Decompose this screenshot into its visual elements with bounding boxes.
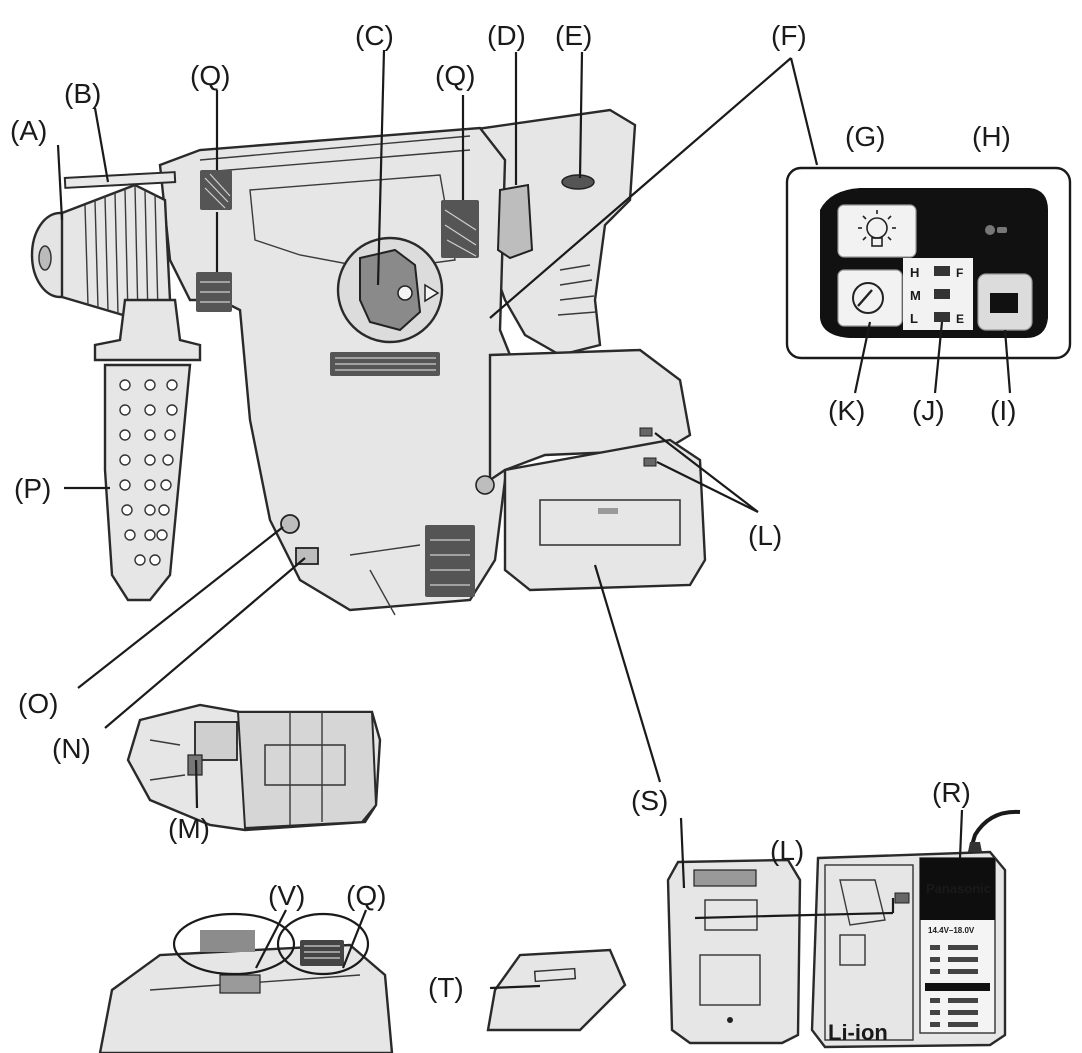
charger-chemistry-label: Li-ion	[828, 1020, 888, 1045]
label-j: (J)	[912, 395, 945, 426]
depth-gauge-rod	[63, 171, 177, 189]
label-c: (C)	[355, 20, 394, 51]
label-q-battery: (Q)	[346, 880, 386, 911]
mode-m-label: M	[910, 288, 921, 303]
hammer-top-rail	[199, 135, 471, 161]
rotary-hammer-drawing	[30, 108, 707, 616]
control-panel-inset: H M L F E	[785, 166, 1072, 360]
label-g: (G)	[845, 121, 885, 152]
label-q-right: (Q)	[435, 60, 475, 91]
callout-labels: (A) (B) (Q) (C) (Q) (D) (E) (F) (G) (H) …	[10, 20, 1016, 1003]
light-icon	[858, 210, 896, 247]
label-v: (V)	[268, 880, 305, 911]
reverse-lever[interactable]	[561, 174, 595, 190]
label-e: (E)	[555, 20, 592, 51]
battery-latch[interactable]	[194, 721, 238, 761]
status-lamp-icon	[985, 225, 995, 235]
charger-brand-label: Panasonic	[926, 881, 991, 896]
charger-led	[894, 892, 910, 904]
label-p: (P)	[14, 473, 51, 504]
label-k: (K)	[828, 395, 865, 426]
leader-lines	[56, 49, 1012, 990]
label-q-left: (Q)	[190, 60, 230, 91]
battery-pack	[503, 438, 707, 592]
label-n: (N)	[52, 733, 91, 764]
speed-dial-icon	[852, 282, 884, 314]
charger-voltage-label: 14.4V–18.0V	[928, 926, 975, 935]
label-r: (R)	[932, 777, 971, 808]
label-t: (T)	[428, 972, 464, 1003]
mode-l-label: L	[910, 311, 918, 326]
mode-h-label: H	[910, 265, 919, 280]
battery-closeup-drawing	[98, 912, 394, 1053]
trigger-switch[interactable]	[496, 183, 534, 260]
label-h: (H)	[972, 121, 1011, 152]
battery-led-2	[643, 457, 657, 467]
charger-status-chart	[925, 945, 990, 1027]
battery-and-charger-drawing: Li-ion Panasonic 14.4V–18.0V	[666, 809, 1021, 1049]
label-l-main: (L)	[748, 520, 782, 551]
label-d: (D)	[487, 20, 526, 51]
label-i: (I)	[990, 395, 1016, 426]
charger-cord	[968, 809, 1021, 853]
battery-cover-drawing	[486, 948, 627, 1032]
label-o: (O)	[18, 688, 58, 719]
label-l-charger: (L)	[770, 835, 804, 866]
side-e-label: E	[956, 312, 964, 326]
light-button[interactable]	[837, 204, 917, 258]
side-handle	[93, 298, 202, 362]
label-m: (M)	[168, 813, 210, 844]
label-s: (S)	[631, 785, 668, 816]
grip-dots	[119, 379, 178, 566]
battery-led-1	[639, 427, 653, 437]
speed-button[interactable]	[837, 269, 903, 327]
mode-selector-knob[interactable]	[359, 248, 422, 332]
battery-pack-standalone	[666, 858, 802, 1045]
label-f: (F)	[771, 20, 807, 51]
side-f-label: F	[956, 266, 963, 280]
vent-callout-circle-q	[276, 912, 370, 976]
lock-button[interactable]	[280, 514, 300, 534]
label-b: (B)	[64, 78, 101, 109]
bottom-view-drawing	[126, 703, 382, 832]
label-a: (A)	[10, 115, 47, 146]
battery-icon	[990, 293, 1018, 313]
vent-callout-circle-v	[172, 912, 296, 976]
